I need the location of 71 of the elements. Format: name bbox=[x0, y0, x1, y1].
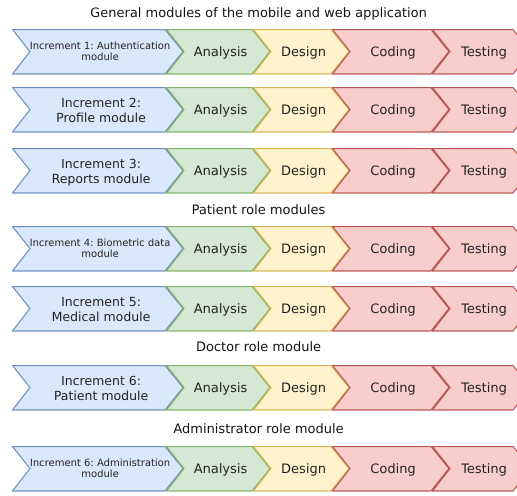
step-label: Analysis bbox=[194, 102, 248, 118]
step-label: Increment 6: Patient module bbox=[52, 373, 150, 403]
step-label: Coding bbox=[370, 164, 416, 178]
step-label: Coding bbox=[370, 44, 416, 60]
step-label: Design bbox=[281, 164, 326, 178]
chevron-step bbox=[253, 226, 350, 272]
chevron-step bbox=[432, 286, 517, 332]
chevron-step bbox=[166, 365, 271, 411]
step-label: Increment 5: Medical module bbox=[50, 294, 152, 324]
step-label: Design bbox=[281, 44, 326, 60]
step-label: Testing bbox=[461, 164, 507, 178]
step-label: Testing bbox=[461, 44, 507, 60]
step-label: Analysis bbox=[194, 44, 248, 60]
chevron-step bbox=[332, 29, 450, 75]
step-label: Coding bbox=[370, 462, 416, 476]
chevron-step bbox=[432, 87, 517, 133]
step-label: Testing bbox=[461, 302, 507, 316]
step-label: Increment 6: Administration module bbox=[28, 458, 172, 480]
chevron-step bbox=[12, 286, 184, 332]
chevron-step bbox=[166, 87, 271, 133]
section-heading: General modules of the mobile and web application bbox=[90, 6, 427, 21]
step-label: Design bbox=[281, 462, 326, 476]
step-label: Increment 4: Biometric data module bbox=[28, 238, 172, 260]
chevron-step bbox=[432, 148, 517, 194]
chevron-step bbox=[253, 29, 350, 75]
step-label: Testing bbox=[461, 242, 507, 256]
chevron-step bbox=[332, 446, 450, 492]
step-label: Coding bbox=[370, 380, 416, 396]
chevron-step bbox=[332, 286, 450, 332]
chevron-step bbox=[432, 446, 517, 492]
step-label: Increment 3: Reports module bbox=[50, 156, 152, 186]
step-label: Analysis bbox=[194, 164, 248, 178]
chevron-step bbox=[332, 148, 450, 194]
section-heading: Patient role modules bbox=[192, 203, 326, 218]
chevron-step bbox=[432, 226, 517, 272]
step-label: Testing bbox=[461, 462, 507, 476]
chevron-step bbox=[332, 87, 450, 133]
chevron-step bbox=[432, 365, 517, 411]
step-label: Coding bbox=[370, 242, 416, 256]
chevron-step bbox=[166, 148, 271, 194]
chevron-step bbox=[12, 446, 184, 492]
step-label: Analysis bbox=[194, 380, 248, 396]
step-label: Testing bbox=[461, 102, 507, 118]
chevron-step bbox=[12, 226, 184, 272]
chevron-step bbox=[166, 286, 271, 332]
chevron-step bbox=[12, 148, 184, 194]
step-label: Increment 2: Profile module bbox=[55, 95, 147, 125]
step-label: Coding bbox=[370, 302, 416, 316]
chevron-step bbox=[332, 365, 450, 411]
step-label: Testing bbox=[461, 380, 507, 396]
chevron-step bbox=[12, 29, 184, 75]
chevron-step bbox=[432, 29, 517, 75]
chevron-step bbox=[332, 226, 450, 272]
section-heading: Administrator role module bbox=[173, 422, 344, 437]
step-label: Analysis bbox=[194, 302, 248, 316]
chevron-step bbox=[253, 148, 350, 194]
step-label: Design bbox=[281, 302, 326, 316]
chevron-step bbox=[253, 87, 350, 133]
step-label: Analysis bbox=[194, 242, 248, 256]
step-label: Coding bbox=[370, 102, 416, 118]
section-heading: Doctor role module bbox=[196, 340, 322, 355]
chevron-step bbox=[12, 365, 184, 411]
chevron-step bbox=[253, 446, 350, 492]
step-label: Design bbox=[281, 380, 326, 396]
chevron-step bbox=[12, 87, 184, 133]
step-label: Design bbox=[281, 102, 326, 118]
chevron-step bbox=[253, 365, 350, 411]
step-label: Design bbox=[281, 242, 326, 256]
step-label: Analysis bbox=[194, 462, 248, 476]
step-label: Increment 1: Authentication module bbox=[28, 41, 172, 63]
chevron-step bbox=[253, 286, 350, 332]
